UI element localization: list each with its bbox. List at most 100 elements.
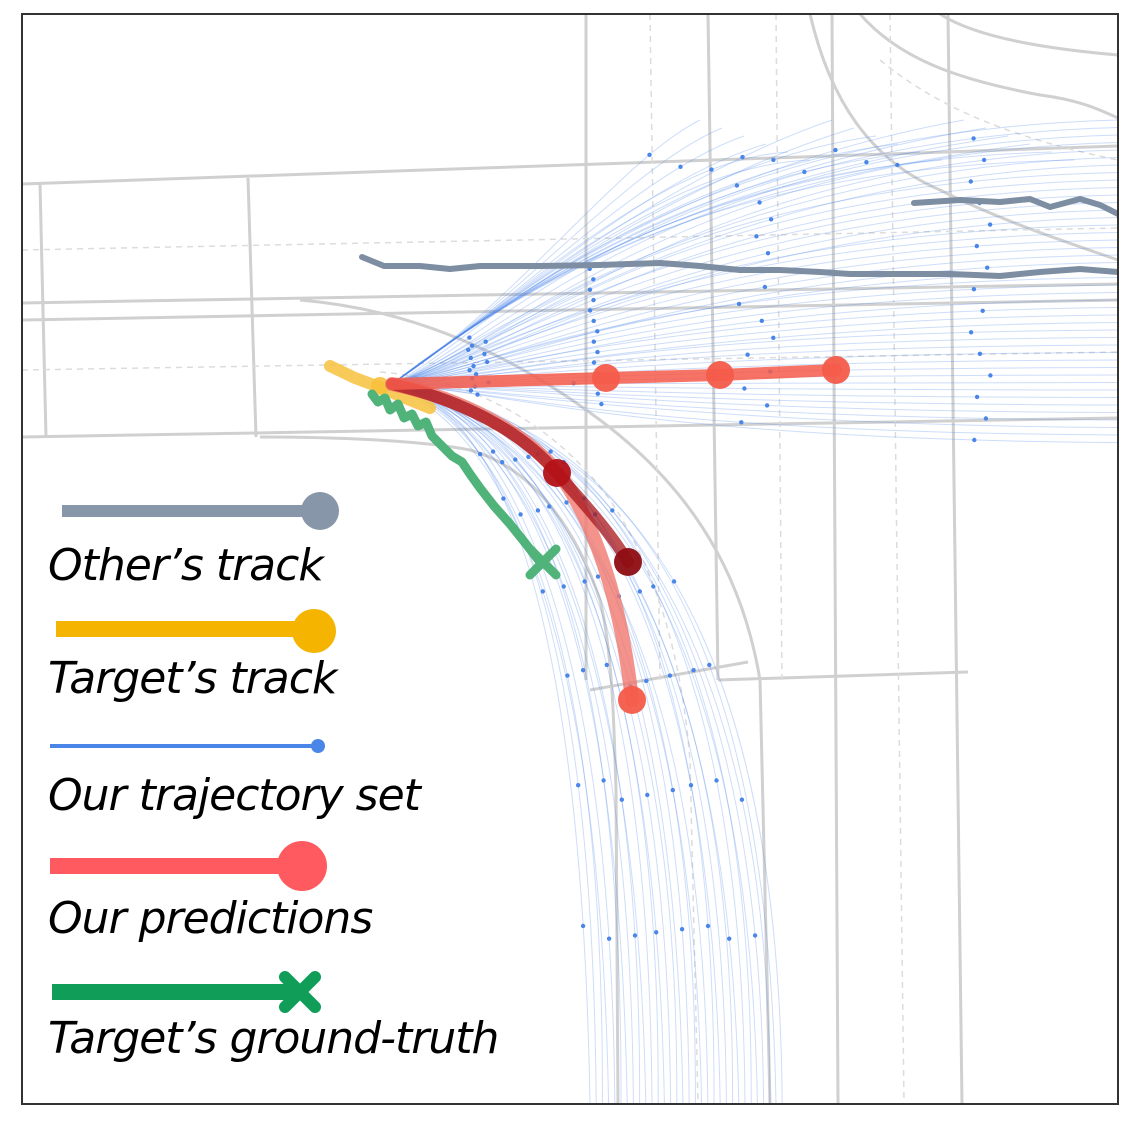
trajectory-waypoint <box>595 349 600 355</box>
trajectory-waypoint <box>651 584 656 589</box>
trajectory-waypoint <box>477 452 483 457</box>
trajectory-candidate <box>391 383 591 1104</box>
trajectory-waypoint <box>591 339 596 344</box>
prediction-2-waypoint <box>614 548 642 576</box>
trajectory-waypoint <box>757 200 762 205</box>
trajectory-candidate <box>391 127 855 385</box>
trajectory-waypoint <box>691 668 696 673</box>
legend-label-trajectory-set: Our trajectory set <box>48 770 423 821</box>
trajectory-waypoint <box>647 152 652 157</box>
legend-predictions-marker <box>277 841 327 891</box>
trajectory-waypoint <box>727 936 732 941</box>
trajectory-candidate <box>391 179 1118 385</box>
trajectory-candidate <box>391 383 734 1104</box>
trajectory-candidate <box>391 119 965 385</box>
legend-label-targets-track: Target’s track <box>48 653 339 704</box>
trajectory-candidate <box>391 151 1053 385</box>
trajectory-waypoint <box>679 927 685 932</box>
trajectory-waypoint <box>765 251 771 256</box>
trajectory-waypoint <box>739 420 744 425</box>
trajectory-waypoint <box>591 297 596 303</box>
legend-item-predictions: Our predictions <box>48 841 373 944</box>
trajectory-waypoint <box>971 136 976 141</box>
trajectory-waypoint <box>754 234 759 239</box>
trajectory-waypoint <box>500 460 505 465</box>
trajectory-candidate <box>391 232 1118 385</box>
trajectory-waypoint <box>548 449 553 454</box>
legend-targets-track-marker <box>292 609 336 653</box>
plot-frame <box>21 13 1119 1105</box>
trajectory-waypoint <box>580 668 586 673</box>
trajectory-waypoint <box>734 183 740 188</box>
trajectory-waypoint <box>644 678 649 684</box>
trajectory-candidate <box>391 135 877 385</box>
trajectory-waypoint <box>482 351 487 357</box>
trajectory-candidate <box>391 239 1118 385</box>
trajectory-candidate <box>391 383 634 1104</box>
trajectory-waypoint <box>604 662 609 668</box>
trajectory-waypoint <box>752 933 758 938</box>
trajectory-waypoint <box>471 363 476 369</box>
trajectory-candidate <box>391 159 811 385</box>
trajectory-waypoint <box>467 368 472 373</box>
trajectory-waypoint <box>985 265 990 270</box>
trajectory-waypoint <box>759 318 764 323</box>
trajectory-waypoint <box>981 157 987 163</box>
trajectory-candidate <box>391 119 833 385</box>
trajectory-candidate <box>391 383 628 1104</box>
trajectory-waypoint <box>540 589 545 594</box>
trajectory-candidate <box>391 143 767 385</box>
trajectory-candidate <box>391 149 1118 385</box>
legend-label-predictions: Our predictions <box>48 893 372 944</box>
trajectory-waypoint <box>707 662 712 668</box>
trajectory-candidate <box>391 292 1118 385</box>
trajectory-waypoint <box>671 579 677 584</box>
others-track-2 <box>911 196 1118 217</box>
trajectory-waypoint <box>547 504 552 509</box>
trajectory-candidate <box>391 127 1118 385</box>
trajectory-waypoint <box>599 401 604 407</box>
others-tracks <box>359 196 1118 279</box>
legend-trajectory-set-marker <box>311 739 325 753</box>
prediction-3-waypoint <box>618 686 646 714</box>
trajectory-candidate <box>391 119 1118 385</box>
trajectory-waypoint <box>736 301 742 307</box>
trajectory-candidate <box>391 135 745 385</box>
trajectory-waypoint <box>591 360 597 365</box>
trajectory-candidate <box>391 127 723 385</box>
trajectory-waypoint <box>802 169 807 175</box>
trajectory-candidate <box>391 134 1118 385</box>
trajectory-waypoint <box>610 508 615 513</box>
trajectory-waypoint <box>980 308 985 313</box>
trajectory-candidate <box>391 383 678 1104</box>
trajectory-candidate <box>391 202 1118 385</box>
trajectory-waypoint <box>595 574 601 579</box>
trajectory-waypoint <box>670 787 675 793</box>
trajectory-waypoint <box>983 416 989 421</box>
trajectory-candidate <box>391 151 789 385</box>
trajectory-waypoint <box>518 512 523 517</box>
trajectory-candidate <box>391 383 647 1104</box>
trajectory-candidate <box>391 383 777 1104</box>
trajectory-waypoint <box>535 508 541 513</box>
trajectory-waypoint <box>968 179 973 184</box>
trajectory-waypoint <box>705 923 711 929</box>
trajectory-candidate <box>391 307 1118 385</box>
trajectory-candidate <box>391 383 659 1104</box>
trajectory-waypoint <box>580 923 586 929</box>
trajectory-waypoint <box>771 335 776 340</box>
prediction-1-waypoint <box>592 364 620 392</box>
trajectory-waypoint <box>667 673 673 678</box>
prediction-waypoints <box>543 356 850 714</box>
legend-item-others-track: Other’s track <box>48 492 339 591</box>
prediction-1-waypoint <box>706 361 734 389</box>
trajectory-waypoint <box>526 454 531 460</box>
trajectory-waypoint <box>587 287 593 292</box>
legend-item-ground-truth: Target’s ground-truth <box>48 971 499 1064</box>
road-map <box>22 14 1118 1104</box>
trajectory-waypoint <box>762 284 768 290</box>
trajectory-candidate <box>391 299 1118 385</box>
trajectory-candidate <box>391 142 1118 385</box>
trajectory-waypoint <box>971 287 977 292</box>
trajectory-waypoint <box>473 372 479 377</box>
